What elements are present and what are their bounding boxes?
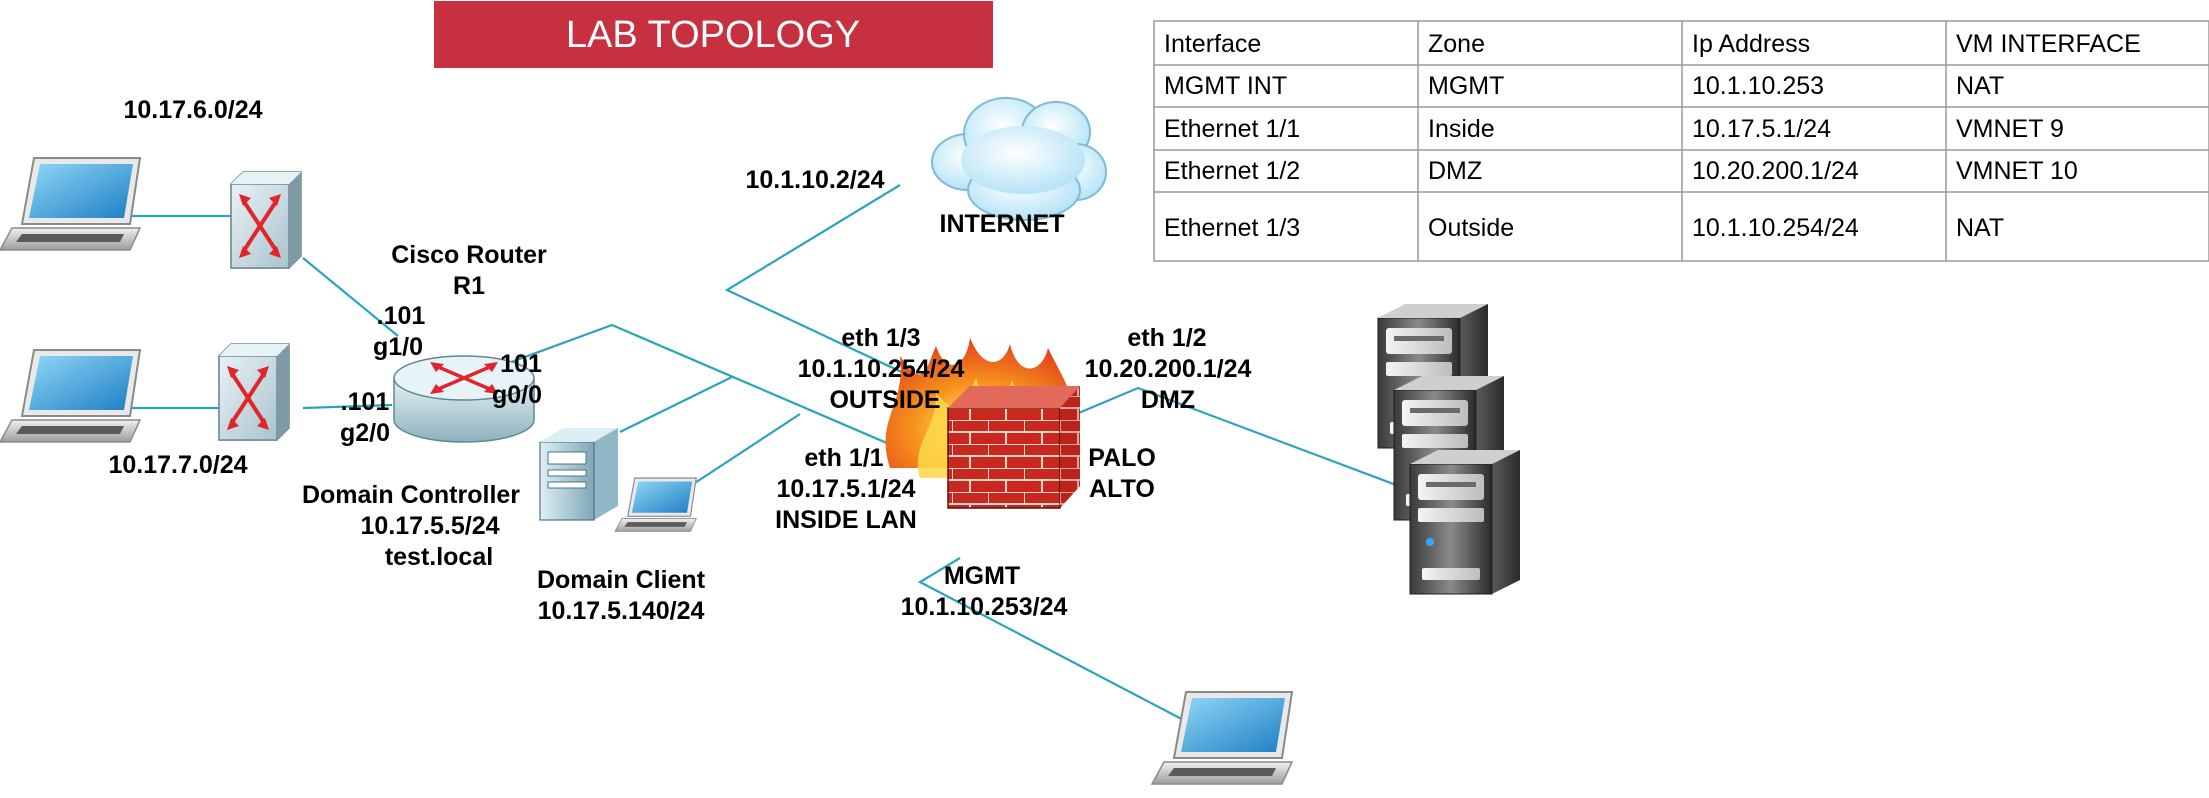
mgmt-ip: 10.1.10.253/24 [901,593,1068,621]
table-cell: DMZ [1428,157,1482,185]
switch-icon [217,342,291,442]
table-header-cell: Zone [1428,30,1485,58]
title-banner [434,1,993,68]
router-g0-port: g0/0 [492,381,542,409]
router-g0-ip: 101 [500,350,542,378]
table-cell: Ethernet 1/1 [1164,115,1300,143]
eth11-port: eth 1/1 [804,444,883,472]
laptop-icon [0,349,141,443]
eth13-port: eth 1/3 [841,324,920,352]
eth13-ip: 10.1.10.254/24 [798,355,965,383]
laptop-icon [1151,691,1293,785]
eth11-ip: 10.17.5.1/24 [776,475,915,503]
router-icon [393,355,535,443]
dc-ip: 10.17.5.5/24 [360,512,499,540]
internet-ip-label: 10.1.10.2/24 [745,166,884,194]
laptop-icon [0,157,141,251]
mgmt-port: MGMT [944,562,1020,590]
router-g2-port: g2/0 [340,419,390,447]
cloud-icon [931,97,1107,221]
switch-icon [229,170,303,270]
server-icon [1409,449,1521,595]
client-ip: 10.17.5.140/24 [538,597,705,625]
table-header-cell: Ip Address [1692,30,1810,58]
table-cell: Ethernet 1/2 [1164,157,1300,185]
table-cell: Ethernet 1/3 [1164,214,1300,242]
eth11-zone: INSIDE LAN [775,506,917,534]
subnet-bottom-label: 10.17.7.0/24 [108,451,247,479]
network-links [124,184,1421,726]
dc-name: Domain Controller [302,481,520,509]
table-cell: 10.1.10.254/24 [1692,214,1859,242]
table-cell: 10.17.5.1/24 [1692,115,1831,143]
eth12-zone: DMZ [1141,386,1195,414]
table-cell: MGMT [1428,72,1504,100]
link-router-inside-lan [494,323,946,470]
table-cell: NAT [1956,214,2004,242]
domain-controller-icon [539,428,618,521]
eth13-zone: OUTSIDE [829,386,940,414]
subnet-top-label: 10.17.6.0/24 [123,96,262,124]
link-dc-lan [619,376,733,433]
link-switch-top-router [302,257,399,337]
interface-table: Interface Zone Ip Address VM INTERFACE MGMT … [1153,20,2209,262]
firewall-name-line2: ALTO [1089,475,1155,503]
firewall-name-line1: PALO [1088,444,1156,472]
table-cell: Outside [1428,214,1514,242]
table-cell: 10.20.200.1/24 [1692,157,1859,185]
table-cell: VMNET 9 [1956,115,2064,143]
table-header-cell: Interface [1164,30,1261,58]
firewall-icon [885,338,1080,509]
router-g1-port: g1/0 [373,333,423,361]
laptop-icon [614,477,697,532]
table-header-cell: VM INTERFACE [1956,30,2141,58]
table-cell: 10.1.10.253 [1692,72,1824,100]
table-cell: MGMT INT [1164,72,1287,100]
router-name-line1: Cisco Router [391,241,547,269]
eth12-port: eth 1/2 [1127,324,1206,352]
link-internet [724,184,945,393]
page-title: LAB TOPOLOGY [566,14,860,56]
table-cell: Inside [1428,115,1495,143]
internet-label: INTERNET [940,210,1065,238]
client-name: Domain Client [537,566,706,594]
table-cell: VMNET 10 [1956,157,2078,185]
link-mgmt [917,557,1194,726]
router-g1-ip: .101 [377,302,426,330]
dc-domain: test.local [385,543,493,571]
table-cell: NAT [1956,72,2004,100]
router-g2-ip: .101 [341,388,390,416]
eth12-ip: 10.20.200.1/24 [1085,355,1252,383]
link-switch-bottom-router [302,403,393,410]
link-dmz [1061,386,1421,496]
router-name-line2: R1 [453,272,485,300]
